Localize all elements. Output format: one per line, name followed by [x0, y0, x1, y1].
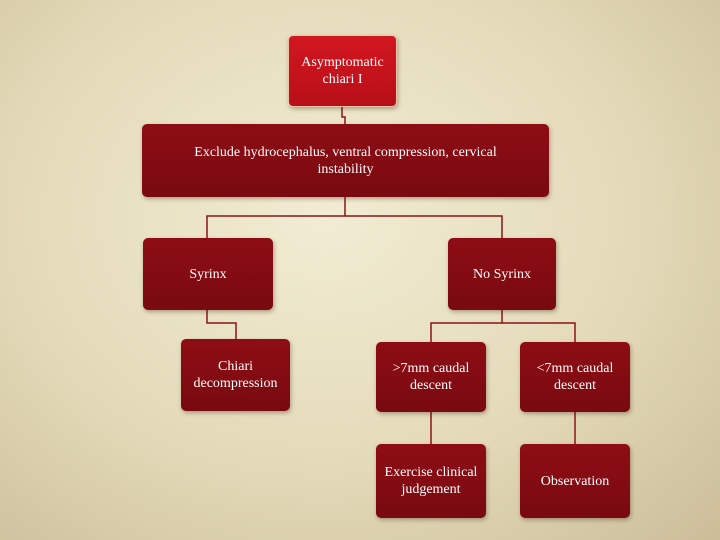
node-exercise-judgement: Exercise clinical judgement: [376, 444, 486, 518]
connector-exclude-to-branches: [206, 197, 346, 238]
node-no-syrinx-label: No Syrinx: [473, 266, 531, 282]
connector-no-syrinx-to-gt7mm: [430, 310, 503, 342]
node-asymptomatic-chiari: Asymptomatic chiari I: [288, 35, 397, 107]
node-exercise-judgement-label: Exercise clinical judgement: [384, 465, 478, 497]
node-chiari-decompression-label: Chiari decompression: [193, 359, 278, 391]
node-lt7mm-descent-label: <7mm caudal descent: [536, 361, 614, 393]
node-gt7mm-descent: >7mm caudal descent: [376, 342, 486, 412]
node-observation: Observation: [520, 444, 630, 518]
node-exclude-conditions-label: Exclude hydrocephalus, ventral compressi…: [194, 144, 497, 177]
node-no-syrinx: No Syrinx: [448, 238, 556, 310]
connector-no-syrinx-to-lt7mm: [502, 322, 576, 342]
node-asymptomatic-chiari-label: Asymptomatic chiari I: [301, 55, 384, 87]
node-lt7mm-descent: <7mm caudal descent: [520, 342, 630, 412]
node-syrinx: Syrinx: [143, 238, 273, 310]
node-gt7mm-descent-label: >7mm caudal descent: [392, 361, 470, 393]
connector-syrinx-to-decompression: [206, 310, 237, 339]
node-observation-label: Observation: [540, 473, 610, 489]
node-exclude-conditions: Exclude hydrocephalus, ventral compressi…: [142, 124, 549, 197]
node-syrinx-label: Syrinx: [189, 266, 227, 282]
connector-asymptomatic-to-exclude: [341, 107, 346, 124]
node-chiari-decompression: Chiari decompression: [181, 339, 290, 411]
connector-exclude-to-no-syrinx: [345, 215, 503, 238]
